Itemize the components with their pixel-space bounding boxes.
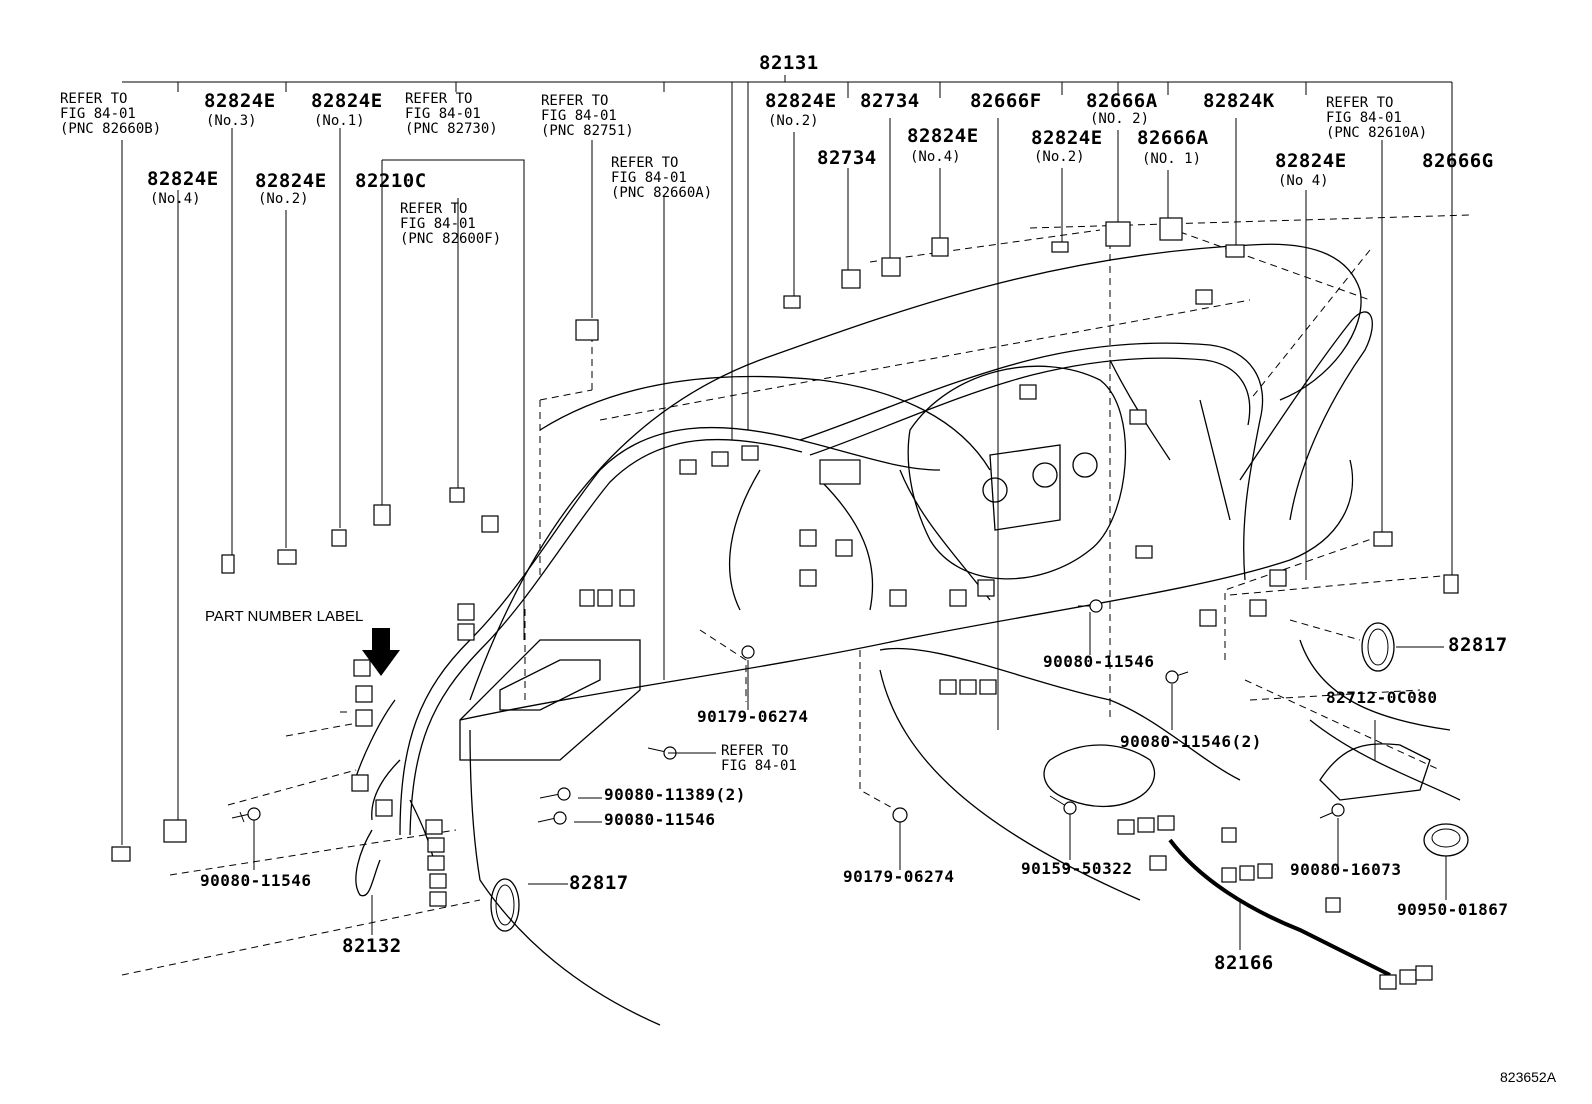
label-82824e-no4-left-sub: (No.4) (150, 191, 201, 207)
junction-block-face (499, 659, 601, 711)
label-82824e-no2-left-sub: (No.2) (258, 191, 309, 207)
label-82824e-no4-right: 82824E (1275, 150, 1347, 172)
dashed-left (169, 711, 457, 876)
label-82666a-no2-sub: (NO. 2) (1090, 111, 1150, 127)
label-refer-82600f: REFER TO FIG 84-01 (PNC 82600F) (400, 201, 502, 247)
harness-main-1 (399, 426, 941, 836)
label-90179-06274-bot: 90179-06274 (843, 867, 955, 886)
label-82734-b: 82734 (860, 90, 920, 112)
label-82824e-no2-right-sub: (No.2) (1034, 149, 1085, 165)
harness-branches (729, 469, 991, 611)
label-82210c: 82210C (355, 170, 427, 192)
label-90080-11389: 90080-11389(2) (604, 785, 746, 804)
dash-outline-top (469, 243, 1362, 701)
leader-82730 (456, 159, 525, 640)
label-90159-50322: 90159-50322 (1021, 859, 1133, 878)
dash-knob-2 (1032, 462, 1058, 488)
label-part-number: PART NUMBER LABEL (205, 608, 364, 625)
label-82824e-no1: 82824E (311, 90, 383, 112)
dash-radio (989, 444, 1061, 531)
connectors (111, 217, 1459, 907)
dash-cluster (539, 375, 991, 471)
harness-branches-right (1109, 359, 1231, 521)
label-90080-16073: 90080-16073 (1290, 860, 1402, 879)
bottom-leaders (253, 612, 1447, 950)
label-82666a-no2: 82666A (1086, 90, 1158, 112)
illustration-code: 823652A (1500, 1069, 1557, 1085)
label-refer-82730: REFER TO FIG 84-01 (PNC 82730) (405, 91, 498, 137)
label-82817-left: 82817 (569, 872, 629, 894)
harness-82166-cable (1168, 838, 1391, 977)
label-82131: 82131 (759, 52, 819, 74)
label-82824e-no3-sub: (No.3) (206, 113, 257, 129)
grommet-90950-inner (1431, 828, 1461, 848)
console-outline (879, 647, 1241, 781)
harness-main-3 (799, 342, 1264, 581)
floor-left (469, 729, 661, 1026)
dashed-center-left (524, 318, 593, 700)
dash-outline-bottom (459, 459, 1354, 721)
label-82666g: 82666G (1422, 150, 1494, 172)
grommet-82817-left-inner (495, 884, 515, 926)
harness-main-4 (809, 357, 1251, 456)
label-82166: 82166 (1214, 952, 1274, 974)
dashed-dash-top (599, 299, 1251, 421)
label-82824e-no2-right: 82824E (1031, 127, 1103, 149)
label-refer-82660a: REFER TO FIG 84-01 (PNC 82660A) (611, 155, 713, 201)
harness-82132 (355, 829, 381, 897)
dash-knob-3 (1072, 452, 1098, 478)
dash-knob-1 (982, 477, 1008, 503)
label-82824e-no3: 82824E (204, 90, 276, 112)
label-82824e-no2-mid: 82824E (765, 90, 837, 112)
label-82666f: 82666F (970, 90, 1042, 112)
dashed-right-2 (1029, 214, 1471, 771)
label-82817-right: 82817 (1448, 634, 1508, 656)
label-90080-11546-low: 90080-11546 (604, 810, 716, 829)
part-number-arrow (362, 628, 400, 676)
leader-drops (177, 82, 1453, 575)
dash-center-stack (907, 365, 1127, 580)
bolts (231, 599, 1345, 825)
dashed-center (699, 629, 897, 811)
label-82734-a: 82734 (817, 147, 877, 169)
label-90080-11546-left: 90080-11546 (200, 871, 312, 890)
label-82824e-no4-mid: 82824E (907, 125, 979, 147)
label-82824e-no1-sub: (No.1) (314, 113, 365, 129)
label-82824k: 82824K (1203, 90, 1275, 112)
label-82824e-no4-mid-sub: (No.4) (910, 149, 961, 165)
pillar-right (1239, 311, 1373, 521)
grommet-82817-right (1361, 622, 1395, 672)
label-90080-11546-2: 90080-11546(2) (1120, 732, 1262, 751)
protector-82712 (1319, 743, 1431, 801)
dashed-right (869, 229, 1453, 720)
label-82824e-no4-right-sub: (No 4) (1278, 173, 1329, 189)
harness-main-2 (409, 438, 803, 836)
label-90179-06274-top: 90179-06274 (697, 707, 809, 726)
grommet-82817-right-inner (1367, 628, 1389, 666)
junction-block (459, 639, 641, 761)
grommet-82817-left (490, 878, 520, 932)
label-82824e-no2-left: 82824E (255, 170, 327, 192)
label-refer-82751: REFER TO FIG 84-01 (PNC 82751) (541, 93, 634, 139)
label-refer-fig: REFER TO FIG 84-01 (721, 743, 797, 774)
floor-right (1299, 639, 1461, 801)
label-90950-01867: 90950-01867 (1397, 900, 1509, 919)
label-refer-82660b: REFER TO FIG 84-01 (PNC 82660B) (60, 91, 162, 137)
label-82132: 82132 (342, 935, 402, 957)
label-82666a-no1: 82666A (1137, 127, 1209, 149)
console-lower (879, 669, 1156, 901)
label-82824e-no4-left: 82824E (147, 168, 219, 190)
label-90080-11546-mid: 90080-11546 (1043, 652, 1155, 671)
label-refer-82610a: REFER TO FIG 84-01 (PNC 82610A) (1326, 95, 1428, 141)
label-82824e-no2-mid-sub: (No.2) (768, 113, 819, 129)
dashed-ground (121, 899, 481, 976)
label-82712: 82712-0C080 (1326, 688, 1438, 707)
label-82666a-no1-sub: (NO. 1) (1142, 151, 1202, 167)
harness-82166-connectors (1117, 815, 1433, 990)
leader-82210c (381, 159, 456, 505)
